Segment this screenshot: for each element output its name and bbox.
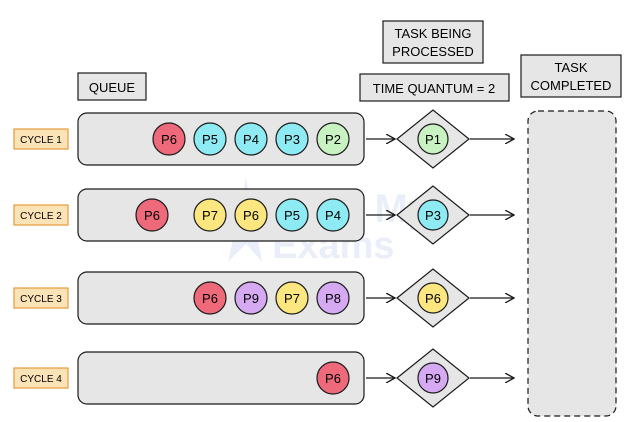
processing-task-label: P3 [425,208,441,223]
cycle-label: CYCLE 1 [13,128,69,150]
processing-header-line-1: TASK BEING [394,26,471,41]
process-token-label: P6 [144,208,160,223]
process-token: P6 [316,361,350,395]
process-token-label: P6 [325,371,341,386]
process-token-label: P7 [284,291,300,306]
processor-diamond: P9 [396,348,470,408]
process-token-label: P9 [243,291,259,306]
process-token: P4 [316,198,350,232]
completed-zone [527,110,617,417]
process-token-label: P6 [161,132,177,147]
cycle-row: CYCLE 3 P6 P9 P7 P8 P6 [13,268,514,328]
process-token: P2 [316,122,350,156]
completed-header-line-1: TASK [555,60,588,75]
processing-task-label: P9 [425,371,441,386]
process-token-label: P4 [325,208,341,223]
process-token: P5 [275,198,309,232]
process-token-label: P2 [325,132,341,147]
process-token-label: P4 [243,132,259,147]
cycle-label-text: CYCLE 3 [20,294,62,305]
process-token-label: P8 [325,291,341,306]
processor-diamond: P6 [396,268,470,328]
process-token: P5 [193,122,227,156]
process-token: P6 [193,281,227,315]
processing-task-label: P1 [425,132,441,147]
process-token: P6 [135,198,169,232]
completed-header-line-2: COMPLETED [531,78,612,93]
cycle-label: CYCLE 3 [13,287,69,309]
process-token: P7 [275,281,309,315]
cycle-label-text: CYCLE 1 [20,135,62,146]
completed-header: TASK COMPLETED [520,54,622,98]
cycle-label: CYCLE 4 [13,367,69,389]
process-token: P4 [234,122,268,156]
processor-diamond: P1 [396,109,470,169]
process-token: P6 [152,122,186,156]
process-token-label: P5 [202,132,218,147]
time-quantum-label: TIME QUANTUM = 2 [373,81,495,96]
cycle-row: CYCLE 4 P6 P9 [13,348,514,408]
process-token: P7 [193,198,227,232]
cycle-label: CYCLE 2 [13,204,69,226]
processing-header-line-2: PROCESSED [392,44,474,59]
processing-header: TASK BEING PROCESSED [382,20,484,64]
cycle-label-text: CYCLE 2 [20,211,62,222]
queue-header: QUEUE [77,72,147,101]
process-token-label: P7 [202,208,218,223]
process-token-label: P6 [202,291,218,306]
cycle-row: CYCLE 1 P6 P5 P4 P3 P2 P1 [13,109,514,169]
processing-task-label: P6 [425,291,441,306]
process-token: P6 [234,198,268,232]
queue-box [77,351,365,405]
process-token: P3 [275,122,309,156]
process-token-label: P3 [284,132,300,147]
process-token-label: P6 [243,208,259,223]
cycle-label-text: CYCLE 4 [20,374,62,385]
process-token-label: P5 [284,208,300,223]
queue-header-label: QUEUE [89,80,136,95]
time-quantum-header: TIME QUANTUM = 2 [359,73,510,102]
cycle-row: CYCLE 2 P6 P7 P6 P5 P4 P3 [13,185,514,245]
process-token: P8 [316,281,350,315]
process-token: P9 [234,281,268,315]
processor-diamond: P3 [396,185,470,245]
